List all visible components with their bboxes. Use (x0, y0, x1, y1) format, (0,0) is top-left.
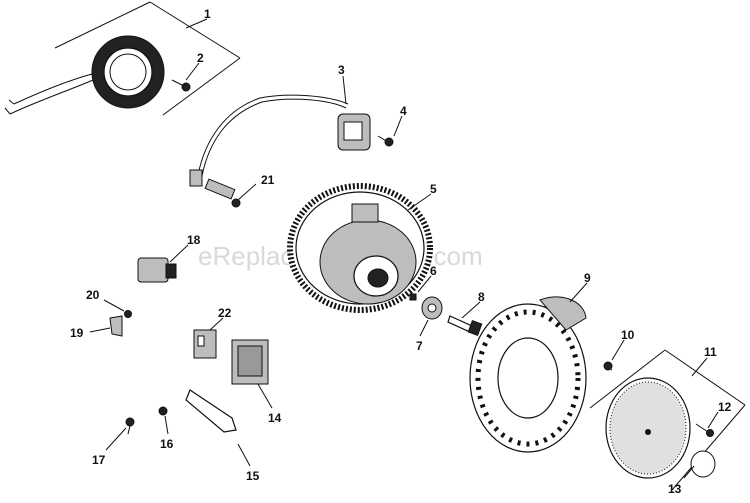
callout-14: 14 (268, 411, 282, 425)
callout-8: 8 (478, 290, 485, 304)
bolt-part-17[interactable] (125, 417, 135, 435)
callout-11: 11 (704, 345, 717, 359)
callout-5: 5 (430, 182, 437, 196)
bolt-part-8[interactable] (447, 315, 483, 336)
washer-part[interactable] (421, 296, 443, 320)
callout-3: 3 (338, 63, 345, 77)
callout-20: 20 (86, 288, 100, 302)
regulator-part[interactable] (231, 339, 269, 385)
callout-21: 21 (261, 173, 275, 187)
key-part[interactable] (409, 293, 417, 301)
bracket-part[interactable] (185, 389, 237, 433)
callout-16: 16 (160, 437, 174, 451)
callout-15: 15 (246, 469, 260, 483)
leader-lines (89, 18, 719, 479)
clip-part[interactable] (109, 315, 123, 337)
screw-part-12[interactable] (695, 423, 714, 437)
nut-part-16[interactable] (158, 406, 168, 416)
fan-part[interactable] (469, 296, 587, 453)
callout-7: 7 (416, 339, 423, 353)
callout-17: 17 (92, 453, 106, 467)
flywheel-part[interactable] (287, 183, 433, 313)
callout-labels: 1 2 3 4 5 6 7 8 9 10 11 12 13 14 15 16 1… (70, 7, 732, 496)
callout-10: 10 (621, 328, 635, 342)
callout-1: 1 (204, 7, 211, 21)
connector-part[interactable] (137, 257, 177, 283)
screw-part-2[interactable] (171, 79, 191, 92)
screen-part[interactable] (589, 349, 746, 491)
callout-18: 18 (187, 233, 201, 247)
callout-6: 6 (430, 264, 437, 278)
ring-part[interactable] (690, 450, 716, 478)
screw-part-10[interactable] (603, 361, 613, 371)
screw-part-4[interactable] (377, 135, 394, 147)
nut-part-20[interactable] (124, 310, 132, 318)
callout-13: 13 (668, 482, 682, 496)
stator-part[interactable] (4, 1, 241, 116)
callout-22: 22 (218, 306, 232, 320)
rectifier-small-part[interactable] (193, 329, 217, 359)
callout-9: 9 (584, 271, 591, 285)
callout-19: 19 (70, 326, 84, 340)
ignition-module-part[interactable] (189, 94, 371, 187)
callout-12: 12 (718, 400, 732, 414)
spark-plug-part[interactable] (204, 178, 241, 208)
callout-2: 2 (197, 51, 204, 65)
callout-4: 4 (400, 104, 407, 118)
